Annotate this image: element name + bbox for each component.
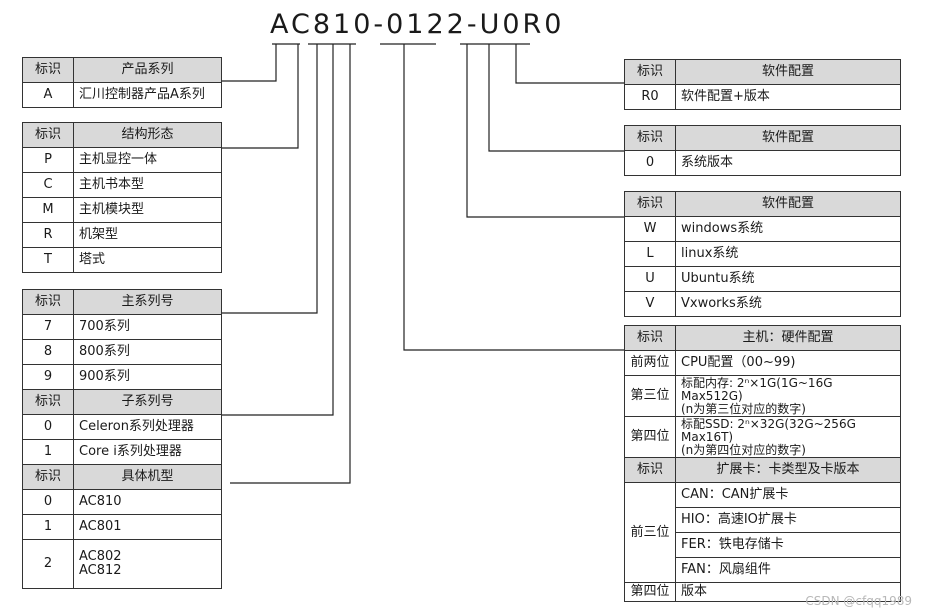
table-row: 前三位 CAN：CAN扩展卡	[624, 482, 901, 583]
header-label: 标识	[22, 289, 74, 315]
header-label: 标识	[22, 464, 74, 490]
header-label: 标识	[624, 191, 676, 217]
header-label: 标识	[22, 389, 74, 415]
connector-hardware	[403, 44, 624, 351]
connector-model	[230, 44, 351, 484]
header-title: 结构形态	[73, 122, 222, 148]
header-title: 软件配置	[675, 59, 901, 85]
header-label: 标识	[624, 59, 676, 85]
header-label: 标识	[22, 57, 74, 83]
header-title: 扩展卡：卡类型及卡版本	[675, 457, 901, 483]
header-label: 标识	[624, 125, 676, 151]
model-code: AC810-0122-U0R0	[270, 9, 565, 40]
header-title: 子系列号	[73, 389, 222, 415]
header-label: 标识	[624, 325, 676, 351]
connector-software	[515, 44, 624, 84]
header-title: 产品系列	[73, 57, 222, 83]
watermark: CSDN @cfqq1989	[805, 594, 912, 608]
connector-os	[466, 44, 624, 218]
connector-sub-series	[222, 44, 334, 416]
connector-sys-version	[488, 44, 624, 152]
header-title: 软件配置	[675, 191, 901, 217]
table-row: HIO：高速IO扩展卡	[625, 507, 901, 533]
connector-main-series	[222, 44, 318, 314]
table-row: 第三位 标配内存: 2ⁿ×1G(1G~16G Max512G)(n为第三位对应的…	[624, 375, 901, 417]
table-row: 第四位 标配SSD: 2ⁿ×32G(32G~256G Max16T)(n为第四位…	[624, 416, 901, 458]
connector-structure	[222, 44, 299, 149]
header-title: 具体机型	[73, 464, 222, 490]
connector-product-series	[222, 44, 277, 82]
header-label: 标识	[624, 457, 676, 483]
header-title: 软件配置	[675, 125, 901, 151]
header-label: 标识	[22, 122, 74, 148]
table-row: 第四位版本	[624, 582, 901, 602]
header-title: 主机：硬件配置	[675, 325, 901, 351]
header-title: 主系列号	[73, 289, 222, 315]
